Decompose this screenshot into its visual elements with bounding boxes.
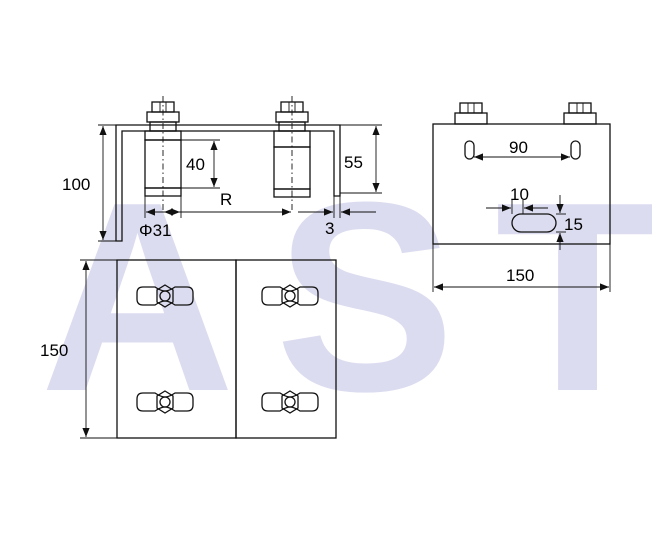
dim-side-height: 55 [344,153,363,172]
dim-slot-width: 10 [510,185,529,204]
dim-center-r: R [220,190,232,209]
dim-plate-height: 150 [40,341,68,360]
front-view: 90 10 15 150 [432,102,611,292]
left-bolt-slot [464,140,475,160]
dim-wheel-height: 40 [186,155,205,174]
dim-plate-width: 150 [506,266,534,285]
center-slot [511,213,557,233]
watermark-text: AST. [40,147,652,448]
bolt-bottom-left [136,390,194,414]
bolt-bottom-right [261,390,319,414]
dim-thickness: 3 [325,219,334,238]
bolt-top-left [136,284,194,308]
front-plate [432,123,611,245]
dim-bolt-spacing: 90 [509,138,528,157]
top-plate-right [235,259,337,439]
dim-wheel-diameter: Φ31 [139,221,171,240]
right-bolt-slot [570,140,581,160]
top-view: 150 [40,259,337,439]
bolt-top-right [261,284,319,308]
dim-height-total: 100 [62,175,90,194]
dim-slot-height: 15 [564,215,583,234]
side-view: 100 40 55 Φ31 R 3 [62,96,382,242]
